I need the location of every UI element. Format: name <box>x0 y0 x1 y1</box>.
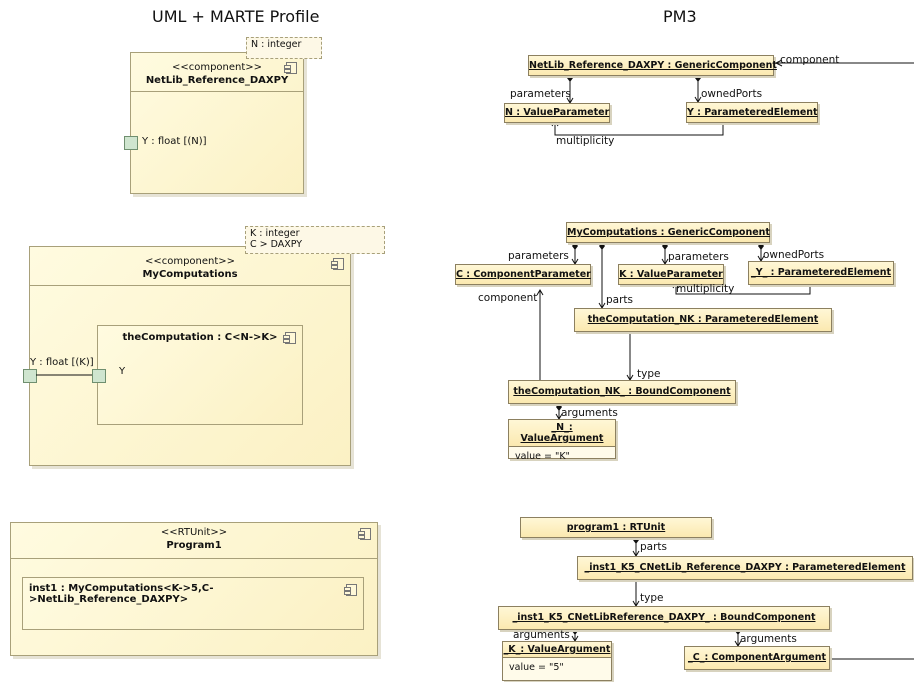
mycomputations-port-y[interactable] <box>23 369 37 383</box>
netlib-template-param: N : integer <box>246 37 322 59</box>
component-icon <box>358 528 371 540</box>
edge-label-type-3: type <box>640 592 664 604</box>
program1-stereotype: <<RTUnit>> <box>160 527 228 538</box>
edge-label-ownedports: ownedPorts <box>701 88 763 100</box>
edge-label-parameters: parameters <box>510 88 571 100</box>
edge-label-arguments-k: arguments <box>513 629 570 641</box>
compartment-divider <box>131 91 303 92</box>
edge-label-multiplicity: multiplicity <box>556 135 615 147</box>
mycomputations-name: MyComputations <box>142 269 238 280</box>
uml-heading: UML + MARTE Profile <box>152 7 320 26</box>
k-value-argument-title: _K_: ValueArgument <box>503 642 611 658</box>
template-param-c: C > DAXPY <box>250 239 303 250</box>
k-value-parameter-node[interactable]: K : ValueParameter <box>618 264 724 285</box>
edge-label-type: type <box>637 368 661 380</box>
thecomputation-part-name: theComputation : C<N->K> <box>122 332 278 343</box>
y-parametered-element-node[interactable]: Y : ParameteredElement <box>686 102 818 123</box>
c-component-argument-node[interactable]: _C_: ComponentArgument <box>684 646 830 670</box>
n-value-argument-node[interactable]: _N_: ValueArgument value = "K" <box>508 419 616 462</box>
netlib-component-name: NetLib_Reference_DAXPY <box>145 75 289 86</box>
component-icon <box>284 62 297 74</box>
pm3-heading: PM3 <box>663 7 697 26</box>
program1-rtunit-node[interactable]: program1 : RTUnit <box>520 517 712 538</box>
component-icon <box>283 332 296 344</box>
edge-label-ownedports-2: ownedPorts <box>763 249 825 261</box>
inst1-part-name: inst1 : MyComputations<K->5,C->NetLib_Re… <box>29 583 214 605</box>
compartment-divider <box>11 558 377 559</box>
n-value-argument-title: _N_: ValueArgument <box>509 420 615 447</box>
component-icon <box>344 584 357 596</box>
thecomputation-port-y[interactable] <box>92 369 106 383</box>
edge-label-multiplicity-2: multiplicity <box>676 283 735 295</box>
compartment-divider <box>30 285 350 286</box>
netlib-port-label: Y : float [(N)] <box>142 136 207 147</box>
edge-label-component: component <box>780 54 840 66</box>
netlib-stereotype: <<component>> <box>171 62 263 73</box>
edge-label-arguments-c: arguments <box>740 633 797 645</box>
mycomputations-generic-component-node[interactable]: MyComputations : GenericComponent <box>566 222 770 243</box>
component-icon <box>331 258 344 270</box>
netlib-port-y[interactable] <box>124 136 138 150</box>
netlib-generic-component-node[interactable]: NetLib_Reference_DAXPY : GenericComponen… <box>528 55 777 76</box>
mycomputations-port-label: Y : float [(K)] <box>30 357 94 368</box>
edge-label-parameters-k: parameters <box>668 251 729 263</box>
k-value-argument-value: value = "5" <box>509 662 564 673</box>
n-value-parameter-node[interactable]: N : ValueParameter <box>504 103 610 123</box>
edge-label-parameters-c: parameters <box>508 250 569 262</box>
n-value-argument-value: value = "K" <box>515 451 570 462</box>
edge-label-component-2: component <box>478 292 538 304</box>
mycomputations-stereotype: <<component>> <box>144 256 236 267</box>
inst1-parametered-element-node[interactable]: _inst1_K5_CNetLib_Reference_DAXPY : Para… <box>577 556 913 580</box>
inst1-bound-component-node[interactable]: _inst1_K5_CNetLibReference_DAXPY_ : Boun… <box>498 606 830 630</box>
edge-label-arguments: arguments <box>561 407 618 419</box>
thecomputation-part[interactable]: theComputation : C<N->K> <box>97 325 303 425</box>
edge-label-parts: parts <box>606 294 634 306</box>
c-component-parameter-node[interactable]: C : ComponentParameter <box>455 264 591 285</box>
thecomputation-port-label: Y <box>119 366 126 377</box>
mycomputations-template-params: K : integer C > DAXPY <box>245 226 385 254</box>
program1-name: Program1 <box>166 540 222 551</box>
thecomputation-parametered-element-node[interactable]: theComputation_NK : ParameteredElement <box>574 308 832 332</box>
thecomputation-bound-component-node[interactable]: theComputation_NK_ : BoundComponent <box>508 380 736 404</box>
inst1-part[interactable]: inst1 : MyComputations<K->5,C->NetLib_Re… <box>22 577 364 630</box>
netlib-component[interactable]: <<component>> NetLib_Reference_DAXPY <box>130 52 304 194</box>
k-value-argument-node[interactable]: _K_: ValueArgument value = "5" <box>502 641 612 681</box>
y-parametered-element-node-2[interactable]: _Y_ : ParameteredElement <box>748 261 894 285</box>
edge-label-parts-3: parts <box>640 541 668 553</box>
template-param-k: K : integer <box>250 228 300 239</box>
